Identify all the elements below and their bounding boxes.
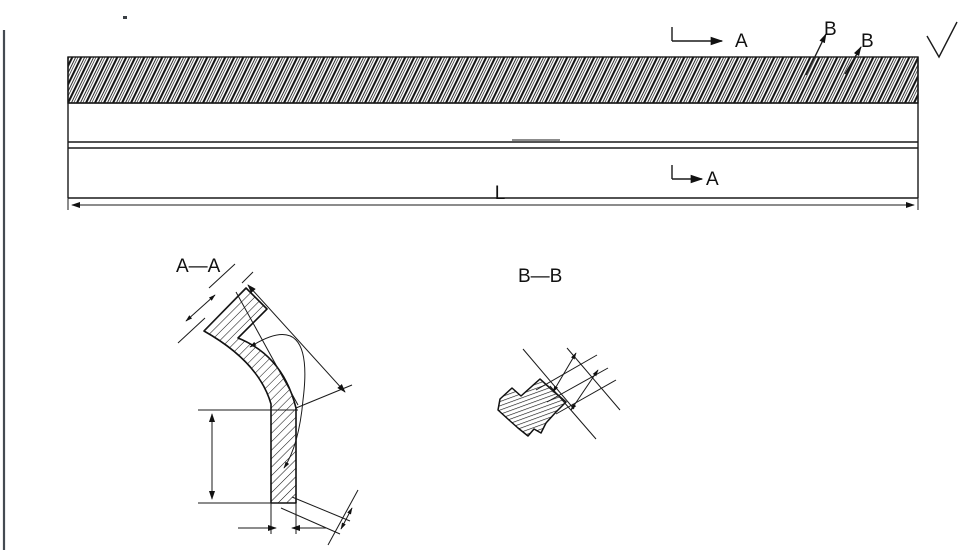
section-a-bottom-label: A: [706, 169, 719, 190]
section-aa-arm-end: [203, 287, 247, 332]
section-aa-foot-ext-b: [280, 507, 341, 535]
section-bb-dim-line-2: [570, 369, 599, 411]
overall-length-dimension: L: [67, 183, 919, 210]
section-aa-arm-ext-b: [295, 384, 353, 409]
section-aa-arm-length-dimension: [235, 271, 353, 409]
section-aa-title: A—A: [176, 256, 221, 277]
section-marker-b-left: B: [805, 19, 837, 76]
section-bb-title: B—B: [518, 266, 562, 287]
section-aa-profile: [203, 287, 297, 504]
section-aa-thk-ext-a: [208, 263, 236, 289]
section-aa-thk-ext-b: [177, 317, 206, 344]
section-bb-ext-c: [555, 379, 617, 415]
section-aa-width-dimension: [238, 503, 326, 534]
main-elevation-view: [67, 56, 919, 199]
surface-roughness-check-icon: [926, 21, 958, 59]
registration-dot: [123, 16, 127, 19]
section-b-left-leader: [805, 33, 827, 76]
section-bb-dim-line-1: [552, 352, 577, 393]
section-a-top-label: A: [735, 31, 748, 52]
section-marker-a-top: A: [671, 27, 748, 52]
section-b-right-leader: [844, 46, 862, 75]
section-b-left-label: B: [824, 19, 837, 40]
section-aa-foot-dimension: [280, 489, 359, 546]
section-aa-foot-ref: [327, 489, 359, 546]
section-aa-foot-dim-line: [340, 507, 353, 530]
section-bb-ref-line-a: [522, 348, 575, 410]
section-marker-b-right: B: [844, 31, 874, 75]
section-b-right-label: B: [861, 31, 874, 52]
section-aa-view: [177, 263, 359, 546]
section-bb-view: [497, 347, 621, 440]
section-aa-foot-ext-a: [291, 496, 351, 522]
section-marker-a-bottom: A: [671, 165, 719, 190]
section-bb-profile: [497, 378, 567, 437]
section-aa-arm-ref-line: [235, 291, 299, 406]
section-bb-ref-line-c: [549, 385, 597, 440]
section-aa-arm-dim-line: [247, 284, 346, 393]
section-aa-thk-dim-line: [185, 294, 216, 322]
section-aa-height-dimension: [198, 409, 298, 504]
dim-label-l: L: [495, 183, 506, 204]
threaded-band-fill: [68, 57, 918, 103]
section-aa-thickness-dimension: [177, 263, 236, 344]
section-aa-arm-ext-a: [241, 271, 254, 284]
